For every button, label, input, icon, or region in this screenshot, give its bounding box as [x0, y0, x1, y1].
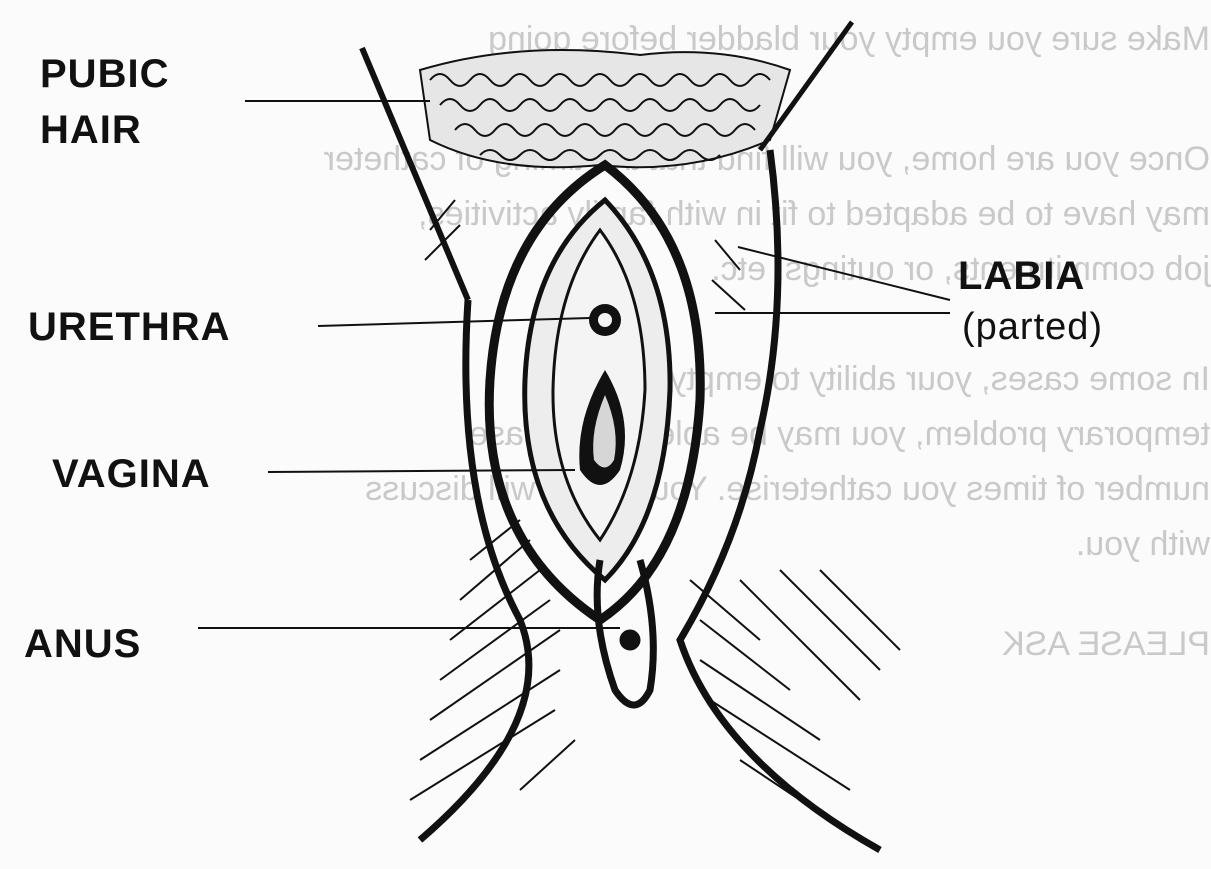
bleed-line-8: with you.: [1076, 525, 1211, 563]
vagina-label: VAGINA: [52, 452, 211, 497]
bleed-line-9: PLEASE ASK: [1002, 625, 1210, 663]
labia-sublabel: (parted): [962, 306, 1103, 349]
pubic-hair-label-line2: HAIR: [40, 102, 169, 158]
bleed-line-7: number of times you catheterise. Your nu…: [365, 470, 1210, 508]
pubic-hair-label-line1: PUBIC: [40, 46, 169, 102]
anus-label: ANUS: [24, 622, 141, 667]
urethra-drawing: [589, 304, 621, 336]
urethra-label: URETHRA: [28, 305, 231, 350]
pubic-hair-label: PUBIC HAIR: [40, 46, 169, 158]
labia-label: LABIA: [958, 254, 1085, 299]
